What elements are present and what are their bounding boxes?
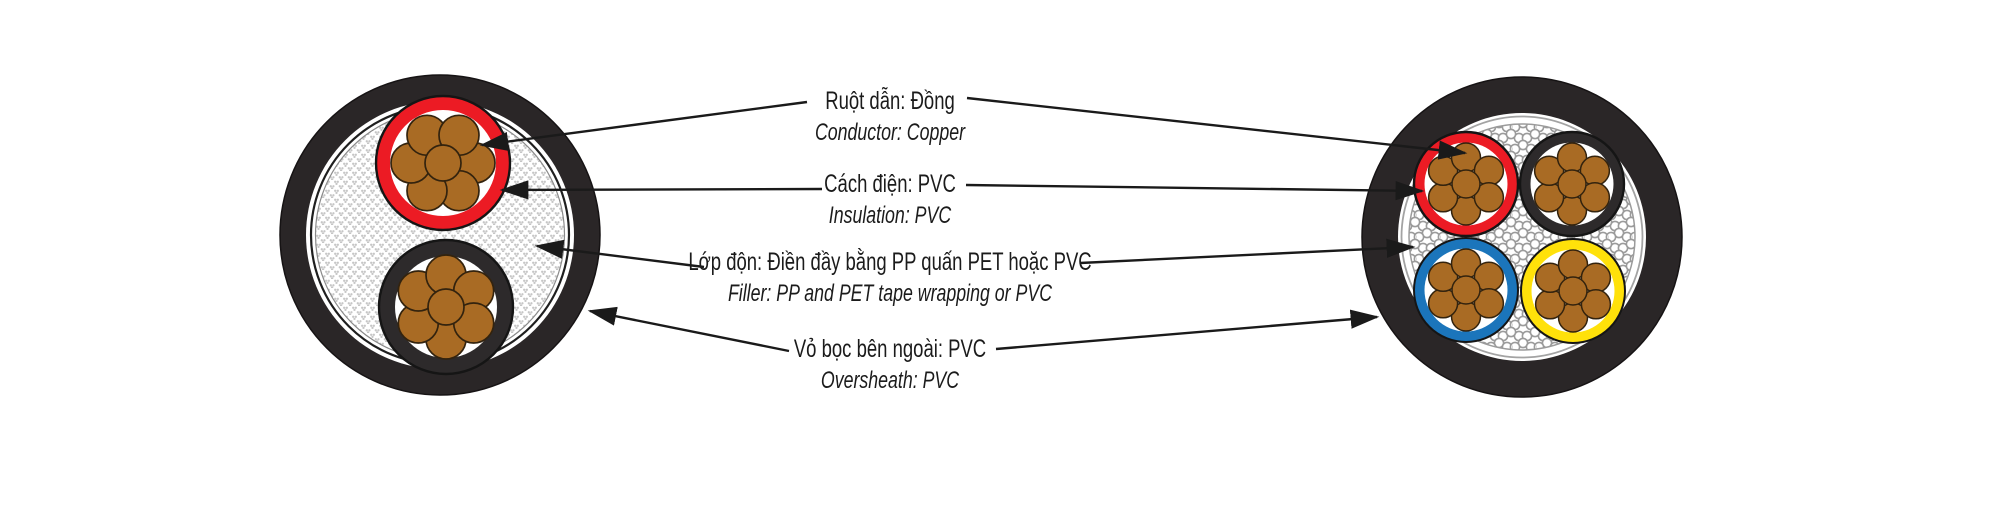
leader-oversheath-right bbox=[995, 309, 1380, 351]
leader-conductor-left bbox=[479, 100, 808, 152]
right-tape-line bbox=[1400, 115, 1644, 359]
left-core-red bbox=[374, 94, 512, 232]
label-filler-en: Filler: PP and PET tape wrapping or PVC bbox=[727, 280, 1053, 307]
label-oversheath: Vỏ bọc bên ngoài: PVC Oversheath: PVC bbox=[794, 333, 986, 396]
right-core-black bbox=[1518, 130, 1626, 238]
label-insulation-vi: Cách điện: PVC bbox=[824, 170, 956, 198]
leader-conductor-right bbox=[966, 96, 1468, 160]
copper-strands bbox=[1533, 142, 1611, 226]
leader-oversheath-left bbox=[587, 306, 790, 353]
right-core-yellow bbox=[1520, 238, 1626, 344]
label-insulation: Cách điện: PVC Insulation: PVC bbox=[824, 168, 956, 231]
label-conductor-vi: Ruột dẫn: Đồng bbox=[825, 87, 955, 115]
label-oversheath-vi: Vỏ bọc bên ngoài: PVC bbox=[793, 335, 987, 363]
right-core-blue bbox=[1413, 237, 1519, 343]
left-core-black bbox=[377, 238, 515, 376]
copper-strands bbox=[397, 254, 495, 360]
leader-insulation-right bbox=[965, 181, 1425, 201]
label-filler-vi: Lớp độn: Điền đầy bằng PP quấn PET hoặc … bbox=[688, 248, 1092, 276]
leader-filler-left bbox=[534, 239, 705, 269]
copper-strands bbox=[1534, 249, 1612, 333]
leader-filler-right bbox=[1079, 238, 1416, 265]
leader-lines bbox=[479, 96, 1468, 353]
leader-insulation-left bbox=[499, 180, 823, 200]
label-filler: Lớp độn: Điền đầy bằng PP quấn PET hoặc … bbox=[688, 246, 1091, 309]
two-core-cable bbox=[279, 74, 601, 396]
four-core-cable bbox=[1361, 76, 1683, 398]
copper-strands bbox=[390, 114, 496, 212]
label-conductor-en: Conductor: Copper bbox=[814, 119, 966, 146]
label-insulation-en: Insulation: PVC bbox=[828, 202, 952, 229]
copper-strands bbox=[1427, 248, 1505, 332]
label-conductor: Ruột dẫn: Đồng Conductor: Copper bbox=[815, 85, 965, 148]
label-oversheath-en: Oversheath: PVC bbox=[820, 367, 960, 394]
right-core-red bbox=[1412, 130, 1520, 238]
